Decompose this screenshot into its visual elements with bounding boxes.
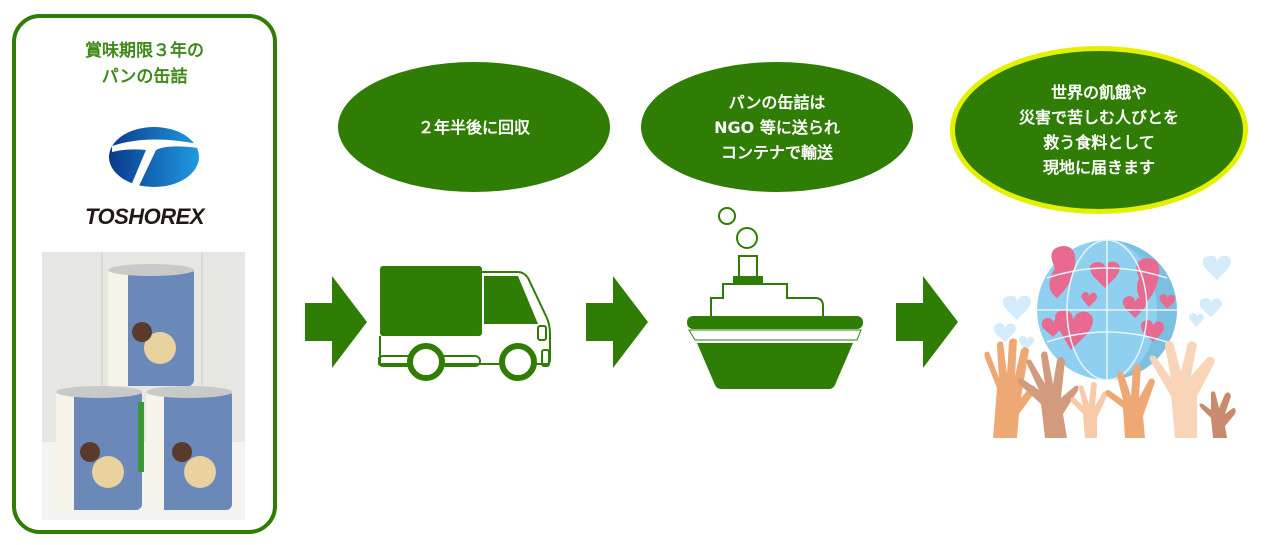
step2-line1: パンの缶詰は (728, 92, 826, 112)
canned-bread-photo (42, 252, 245, 520)
step-ship-bubble: パンの缶詰は NGO 等に送られ コンテナで輸送 (641, 62, 913, 192)
step2-line3: コンテナで輸送 (720, 142, 833, 162)
step3-line4: 現地に届きます (1042, 158, 1155, 177)
step-deliver-bubble: 世界の飢餓や 災害で苦しむ人びとを 救う食料として 現地に届きます (950, 46, 1248, 214)
truck-icon (378, 266, 551, 381)
heart-icon (993, 255, 1231, 350)
toshorex-wordmark: TOSHOREX (84, 204, 205, 229)
step-collect-bubble: ２年半後に回収 (338, 62, 610, 192)
product-title: 賞味期限３年の パンの缶詰 (16, 38, 273, 90)
raised-hands-icon (984, 338, 1236, 438)
ship-icon (687, 207, 863, 389)
step1-line1: ２年半後に回収 (417, 117, 530, 137)
step3-line2: 災害で苦しむ人びとを (1018, 108, 1179, 127)
arrow-right-icon (305, 276, 367, 368)
toshorex-logo-icon (109, 127, 199, 188)
product-title-line2: パンの缶詰 (101, 67, 188, 87)
arrow-right-icon (896, 276, 958, 368)
product-card: 賞味期限３年の パンの缶詰 TOSHOREX (12, 14, 277, 534)
globe-hands-icon (984, 239, 1236, 438)
step2-line2: NGO 等に送られ (714, 117, 840, 137)
arrow-right-icon (586, 276, 648, 368)
step3-line3: 救う食料として (1043, 133, 1155, 152)
product-title-line1: 賞味期限３年の (85, 41, 204, 61)
step3-line1: 世界の飢餓や (1050, 83, 1147, 102)
